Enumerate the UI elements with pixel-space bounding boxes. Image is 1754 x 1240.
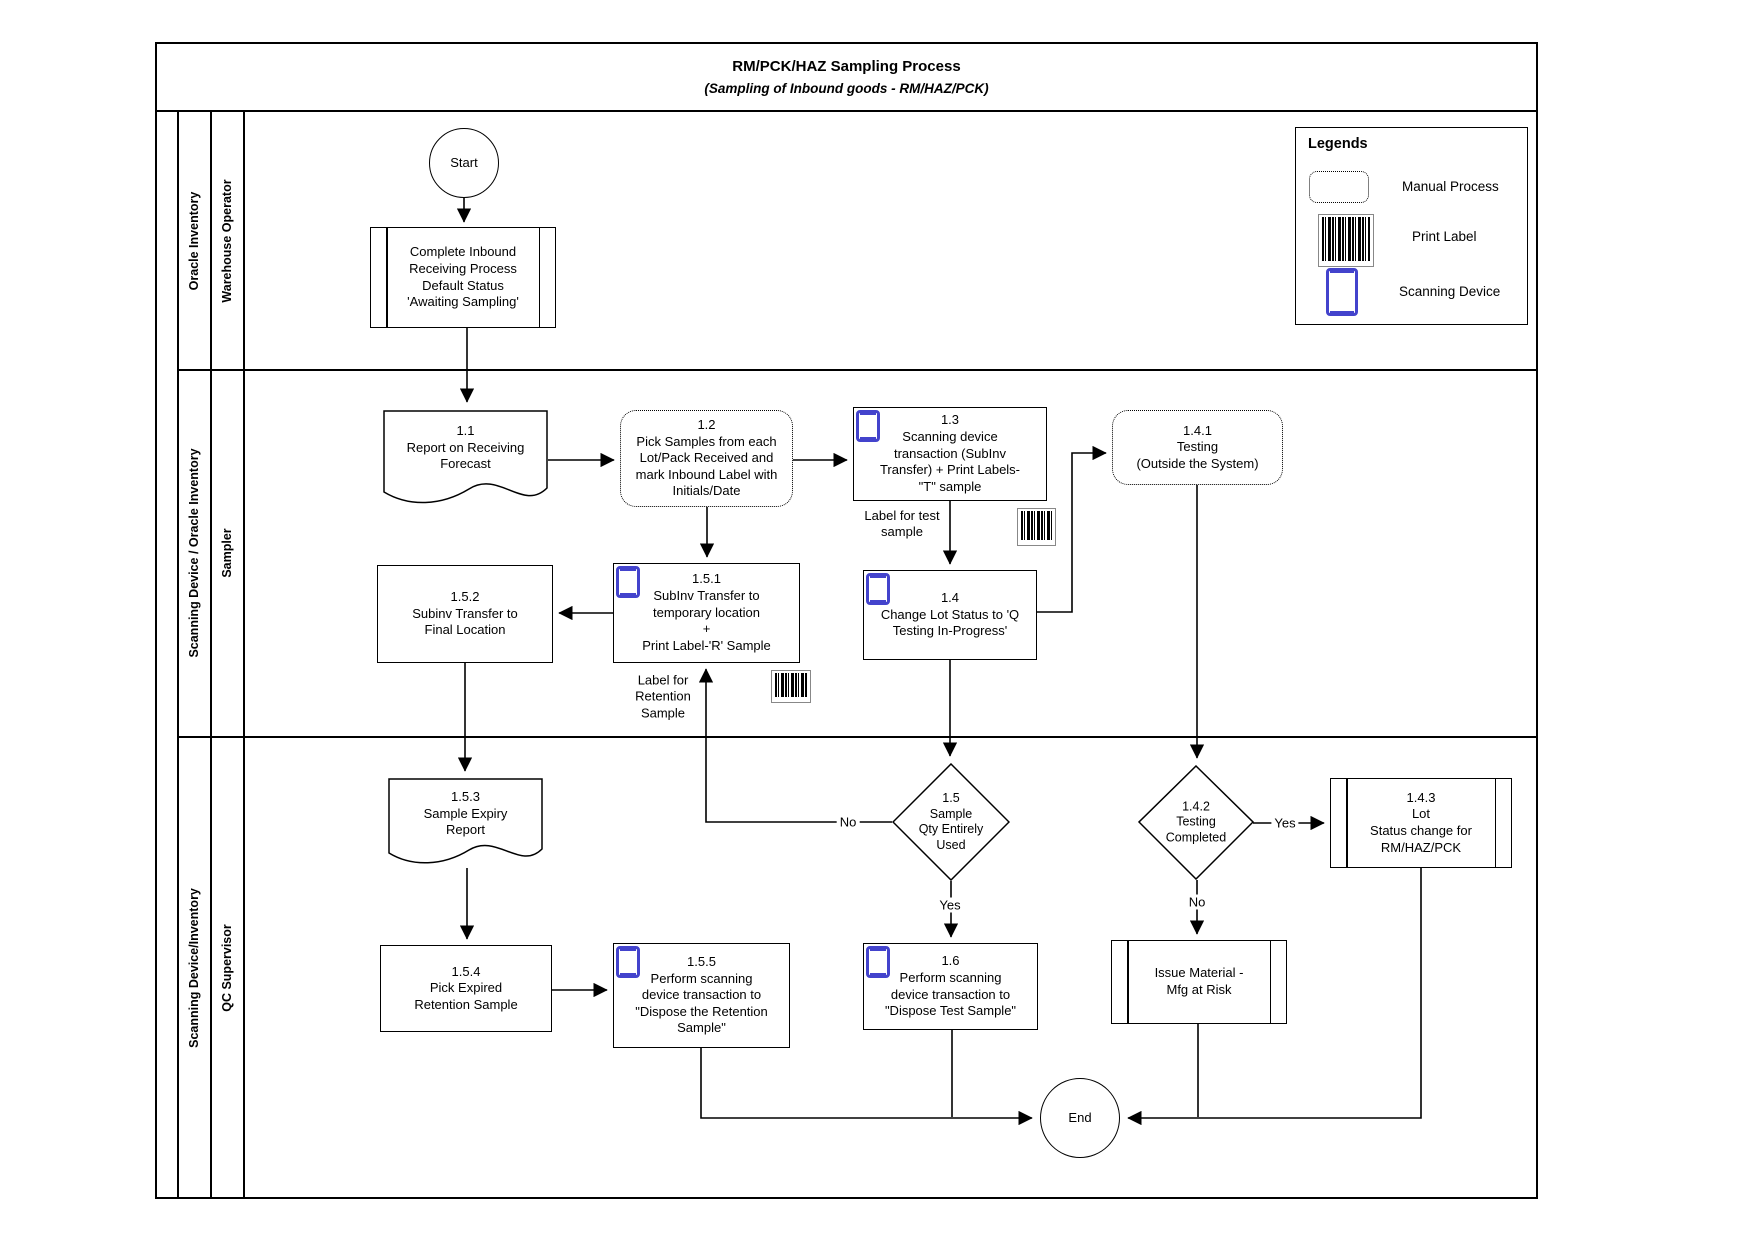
scanning-device-icon — [616, 946, 640, 978]
node-text: Pick Expired Retention Sample — [414, 980, 518, 1012]
node-text: Pick Samples from each Lot/Pack Received… — [635, 433, 778, 499]
node-id: 1.5.3 — [451, 789, 480, 804]
node-id: 1.2 — [697, 416, 716, 432]
scanning-device-icon — [856, 410, 880, 442]
node-id: 1.5 — [942, 790, 960, 805]
legend-title: Legends — [1308, 136, 1368, 152]
node-text: Change Lot Status to 'Q Testing In-Progr… — [880, 606, 1020, 639]
lane-column-divider — [210, 112, 212, 1199]
lane-divider — [177, 369, 1538, 371]
node-1-4-3: 1.4.3 Lot Status change for RM/HAZ/PCK — [1330, 778, 1512, 868]
manual-process-shape-icon — [1309, 171, 1369, 203]
end-label: End — [1068, 1109, 1092, 1125]
node-text: Perform scanning device transaction to "… — [884, 969, 1017, 1019]
node-issue-material: Issue Material - Mfg at Risk — [1111, 940, 1287, 1024]
title-divider — [155, 110, 1538, 112]
node-1-5-5: 1.5.5 Perform scanning device transactio… — [613, 943, 790, 1048]
node-id: 1.5.5 — [687, 953, 716, 969]
node-1-5-2: 1.5.2 Subinv Transfer to Final Location — [377, 565, 553, 663]
node-1-5-1: 1.5.1 SubInv Transfer to temporary locat… — [613, 563, 800, 663]
node-text: Sample Expiry Report — [423, 805, 508, 838]
label-for-test-sample: Label for test sample — [864, 507, 940, 539]
node-id: 1.3 — [940, 412, 960, 428]
node-text: Scanning device transaction (SubInv Tran… — [879, 429, 1021, 494]
lane-column-divider — [177, 112, 179, 1199]
legend-panel: Legends Manual Process Print Label Scann… — [1295, 127, 1528, 325]
edge-label-no: No — [836, 814, 860, 830]
node-text: Testing (Outside the System) — [1136, 439, 1259, 471]
diagram-title: RM/PCK/HAZ Sampling Process — [732, 58, 961, 75]
node-text: Testing Completed — [1165, 814, 1227, 845]
node-1-3: 1.3 Scanning device transaction (SubInv … — [853, 407, 1047, 501]
legend-item-label: Print Label — [1412, 229, 1477, 244]
node-text: Complete Inbound Receiving Process Defau… — [407, 244, 519, 310]
node-1-6: 1.6 Perform scanning device transaction … — [863, 943, 1038, 1030]
node-id: 1.5.1 — [692, 571, 721, 587]
scanning-device-icon — [866, 573, 890, 605]
node-text: SubInv Transfer to temporary location + … — [642, 588, 771, 653]
node-text: Lot Status change for RM/HAZ/PCK — [1370, 806, 1472, 855]
node-id: 1.4 — [940, 590, 960, 606]
edge-label-yes: Yes — [936, 897, 964, 913]
lane1-role-label: Warehouse Operator — [220, 179, 234, 303]
diagram-subtitle: (Sampling of Inbound goods - RM/HAZ/PCK) — [704, 81, 989, 96]
node-id: 1.5.4 — [451, 963, 481, 979]
node-1-4: 1.4 Change Lot Status to 'Q Testing In-P… — [863, 570, 1037, 660]
node-id: 1.4.1 — [1183, 422, 1212, 438]
lane3-role-label: QC Supervisor — [220, 924, 234, 1012]
node-text: Sample Qty Entirely Used — [918, 806, 984, 852]
lane2-system-label: Scanning Device / Oracle Inventory — [187, 448, 201, 658]
diagram-title-block: RM/PCK/HAZ Sampling Process (Sampling of… — [157, 44, 1536, 110]
scanning-device-icon — [1326, 268, 1358, 316]
node-id: 1.1 — [456, 423, 475, 438]
node-1-4-1-manual: 1.4.1 Testing (Outside the System) — [1112, 410, 1283, 485]
end-terminator: End — [1040, 1078, 1120, 1158]
lane-divider — [177, 736, 1538, 738]
node-complete-inbound: Complete Inbound Receiving Process Defau… — [370, 227, 556, 328]
lane3-system-label: Scanning Device/Inventory — [187, 888, 201, 1048]
lane-column-divider — [243, 112, 245, 1199]
lane2-role-label: Sampler — [220, 528, 234, 578]
node-id: 1.5.2 — [450, 589, 480, 605]
node-1-5-4: 1.5.4 Pick Expired Retention Sample — [380, 945, 552, 1032]
start-terminator: Start — [429, 128, 499, 198]
print-label-icon — [1017, 508, 1056, 546]
node-text: Subinv Transfer to Final Location — [412, 605, 518, 638]
node-text: Issue Material - Mfg at Risk — [1154, 965, 1244, 997]
edge-label-yes: Yes — [1271, 815, 1299, 831]
node-id: 1.4.3 — [1406, 789, 1436, 805]
node-text: Perform scanning device transaction to "… — [635, 970, 768, 1036]
edge-label-no: No — [1185, 894, 1209, 910]
label-for-retention-sample: Label for Retention Sample — [635, 672, 691, 721]
node-id: 1.4.2 — [1182, 799, 1210, 814]
start-label: Start — [450, 154, 478, 170]
legend-item-label: Scanning Device — [1399, 284, 1501, 299]
lane1-system-label: Oracle Inventory — [187, 191, 201, 291]
print-label-icon — [771, 670, 811, 703]
scanning-device-icon — [616, 566, 640, 598]
scanning-device-icon — [866, 946, 890, 978]
node-1-2-manual: 1.2 Pick Samples from each Lot/Pack Rece… — [620, 410, 793, 507]
legend-item-label: Manual Process — [1402, 179, 1499, 194]
node-id: 1.6 — [941, 953, 960, 969]
node-text: Report on Receiving Forecast — [406, 439, 525, 472]
print-label-icon — [1318, 214, 1374, 267]
